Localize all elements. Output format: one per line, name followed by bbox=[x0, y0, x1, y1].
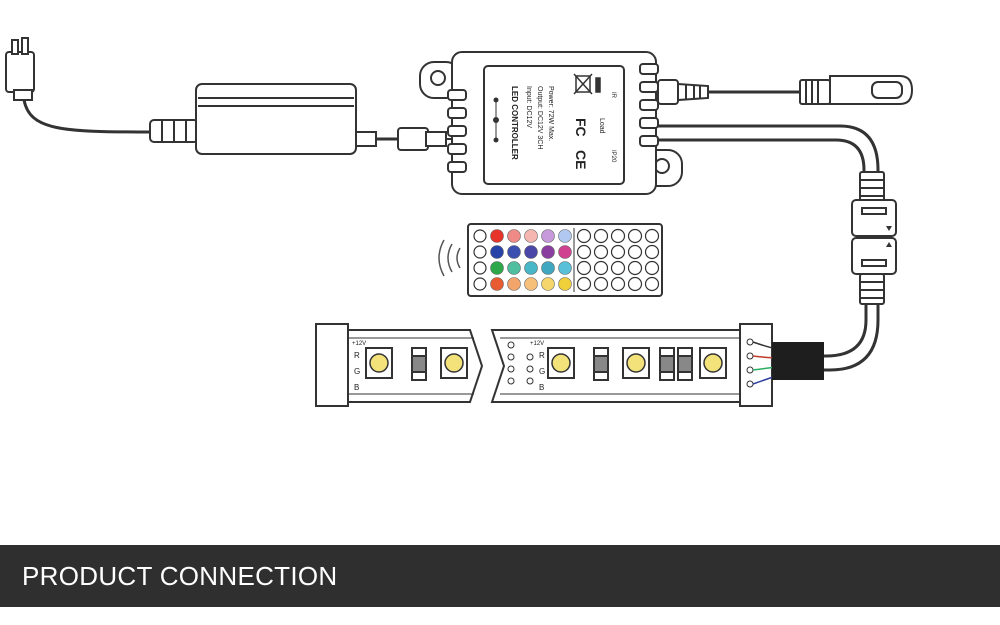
remote-function-key bbox=[627, 276, 643, 292]
remote-function-key bbox=[593, 244, 609, 260]
remote-color-key bbox=[490, 229, 504, 243]
ir-mark: IR bbox=[610, 92, 616, 99]
remote-function-key bbox=[644, 244, 660, 260]
led-strip: +12V R G B +12V R G B bbox=[315, 323, 824, 407]
signal-waves-icon bbox=[438, 239, 461, 277]
remote-color-key bbox=[524, 229, 538, 243]
remote-function-key bbox=[593, 260, 609, 276]
strip-lead-cable bbox=[822, 304, 880, 372]
remote-function-key bbox=[576, 244, 592, 260]
strip-pin-g: G bbox=[354, 367, 360, 376]
banner-title: PRODUCT CONNECTION bbox=[22, 561, 338, 591]
controller-title: LED CONTROLLER bbox=[510, 86, 519, 160]
remote-color-key bbox=[507, 229, 521, 243]
output-cable bbox=[658, 124, 880, 174]
ir-remote bbox=[438, 223, 663, 297]
led-chip bbox=[365, 347, 393, 379]
remote-color-key bbox=[541, 261, 555, 275]
wall-plug bbox=[5, 37, 151, 134]
remote-function-key bbox=[627, 244, 643, 260]
strip-pin-g-right: G bbox=[539, 367, 545, 376]
remote-color-key bbox=[490, 245, 504, 259]
strip-pin-b: B bbox=[354, 383, 359, 392]
strip-pin-b-right: B bbox=[539, 383, 544, 392]
remote-color-key bbox=[541, 229, 555, 243]
strip-pin-12v: +12V bbox=[352, 341, 366, 347]
remote-color-key bbox=[490, 261, 504, 275]
controller-output-spec: Output: DC12V 3CH bbox=[536, 86, 543, 149]
led-chip bbox=[547, 347, 575, 379]
remote-function-key bbox=[627, 228, 643, 244]
remote-control-key bbox=[473, 277, 487, 291]
remote-function-key bbox=[593, 228, 609, 244]
controller-input-spec: Input: DC12V bbox=[525, 86, 532, 128]
remote-color-key bbox=[524, 261, 538, 275]
led-chip bbox=[699, 347, 727, 379]
weee-bin-icon bbox=[573, 73, 601, 95]
strip-pin-12v-right: +12V bbox=[530, 341, 544, 347]
connection-diagram: LED CONTROLLER Input: DC12V Output: DC12… bbox=[5, 37, 914, 407]
remote-function-key bbox=[593, 276, 609, 292]
remote-color-key bbox=[507, 261, 521, 275]
led-chip bbox=[440, 347, 468, 379]
power-adapter bbox=[149, 83, 460, 155]
remote-function-key bbox=[610, 276, 626, 292]
strip-pin-r-right: R bbox=[539, 351, 545, 360]
remote-color-key bbox=[507, 277, 521, 291]
remote-color-key bbox=[541, 245, 555, 259]
remote-function-key bbox=[576, 228, 592, 244]
remote-color-key bbox=[558, 245, 572, 259]
led-chip bbox=[622, 347, 650, 379]
remote-function-key bbox=[610, 260, 626, 276]
remote-color-key bbox=[524, 277, 538, 291]
remote-function-key bbox=[576, 276, 592, 292]
remote-function-key bbox=[576, 260, 592, 276]
remote-control-key bbox=[473, 229, 487, 243]
remote-function-key bbox=[610, 228, 626, 244]
ir-receiver-cable bbox=[657, 75, 914, 105]
load-mark: Load bbox=[598, 118, 605, 134]
remote-color-key bbox=[541, 277, 555, 291]
remote-function-key bbox=[644, 276, 660, 292]
remote-color-key bbox=[558, 261, 572, 275]
remote-color-key bbox=[558, 277, 572, 291]
remote-control-key bbox=[473, 261, 487, 275]
section-banner: PRODUCT CONNECTION bbox=[0, 545, 1000, 607]
strip-pin-r: R bbox=[354, 351, 360, 360]
inline-connector bbox=[851, 171, 897, 305]
remote-function-key bbox=[627, 260, 643, 276]
remote-function-key bbox=[610, 244, 626, 260]
remote-color-key bbox=[524, 245, 538, 259]
remote-function-key bbox=[644, 260, 660, 276]
remote-color-key bbox=[558, 229, 572, 243]
resistor bbox=[411, 347, 693, 381]
remote-color-key bbox=[507, 245, 521, 259]
remote-function-key bbox=[644, 228, 660, 244]
fc-mark: FC bbox=[573, 118, 589, 137]
led-controller: LED CONTROLLER Input: DC12V Output: DC12… bbox=[419, 51, 683, 195]
remote-color-key bbox=[490, 277, 504, 291]
ce-mark: CE bbox=[573, 150, 589, 169]
remote-control-key bbox=[473, 245, 487, 259]
controller-power-spec: Power: 72W Max. bbox=[547, 86, 554, 141]
ip-rating-mark: IP20 bbox=[610, 150, 616, 163]
